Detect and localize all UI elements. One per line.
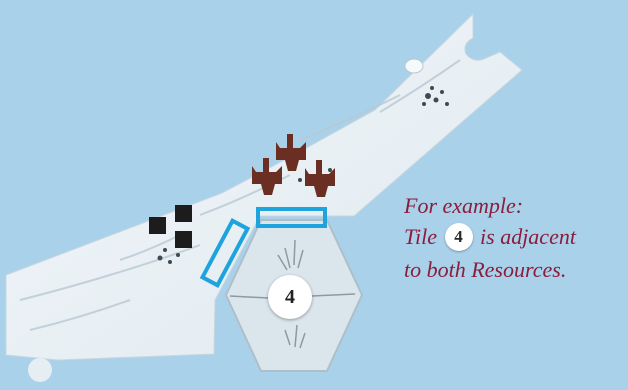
stone-cube xyxy=(149,217,166,234)
tile-number-badge: 4 xyxy=(268,275,312,319)
caption-line-1: For example: xyxy=(404,190,576,221)
board-knob xyxy=(28,358,52,382)
caption-line-2: Tile 4 is adjacent xyxy=(404,221,576,254)
caption-tile-word: Tile xyxy=(404,224,437,249)
caption-line-3: to both Resources. xyxy=(404,254,576,285)
caption: For example: Tile 4 is adjacent to both … xyxy=(404,190,576,285)
caption-adjacent-text: is adjacent xyxy=(480,224,576,249)
stone-cube xyxy=(175,205,192,222)
stone-cube xyxy=(175,231,192,248)
ice-rock xyxy=(405,59,423,73)
caption-tile-badge: 4 xyxy=(445,223,473,251)
